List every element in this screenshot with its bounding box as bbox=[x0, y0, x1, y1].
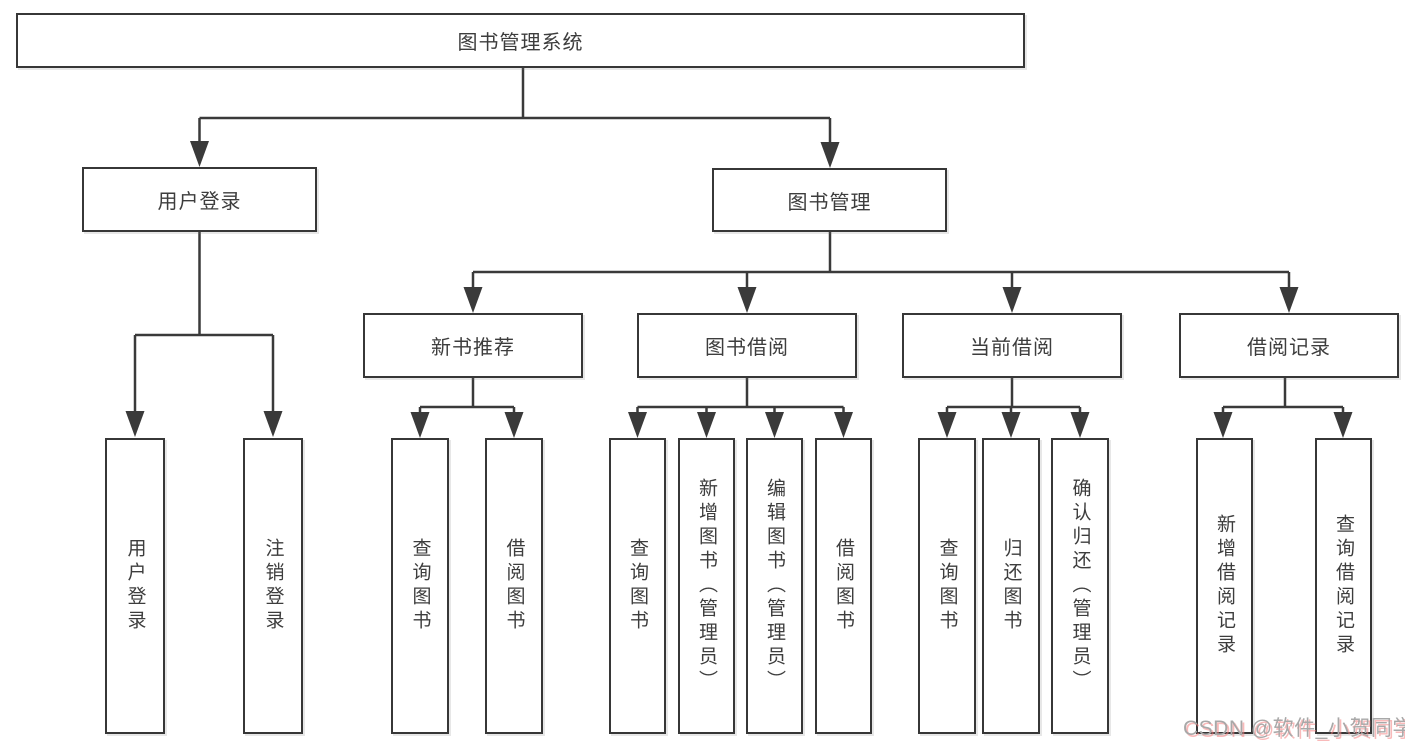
leaf-borrow-books-recommend: 借阅图书 bbox=[485, 438, 543, 734]
node-user-login: 用户登录 bbox=[82, 167, 317, 232]
node-label: 借阅记录 bbox=[1247, 337, 1331, 359]
leaf-user-login: 用户登录 bbox=[105, 438, 165, 734]
arrowheads bbox=[125, 141, 1353, 438]
leaf-label: 借阅图书 bbox=[833, 538, 854, 634]
leaf-query-books-recommend: 查询图书 bbox=[391, 438, 449, 734]
node-label: 图书管理系统 bbox=[457, 32, 584, 54]
leaf-label: 归还图书 bbox=[1000, 538, 1022, 634]
leaf-return-books: 归还图书 bbox=[982, 438, 1040, 734]
leaf-query-books-borrow: 查询图书 bbox=[609, 438, 666, 734]
watermark: CSDN @软件_小贺同学 bbox=[1183, 717, 1405, 740]
node-label: 图书借阅 bbox=[705, 337, 789, 359]
leaf-label: 查询图书 bbox=[936, 538, 958, 634]
leaf-label: 借阅图书 bbox=[503, 538, 525, 634]
node-book-management: 图书管理 bbox=[712, 168, 947, 232]
node-label: 用户登录 bbox=[157, 191, 242, 213]
leaf-label: 用户登录 bbox=[124, 538, 146, 634]
leaf-edit-books-admin: 编辑图书（管理员） bbox=[746, 438, 803, 734]
node-label: 新书推荐 bbox=[431, 337, 515, 359]
node-new-book-recommend: 新书推荐 bbox=[363, 313, 583, 378]
leaf-query-books-current: 查询图书 bbox=[918, 438, 976, 734]
leaf-label: 确认归还（管理员） bbox=[1069, 478, 1091, 694]
node-book-borrow: 图书借阅 bbox=[637, 313, 857, 378]
leaf-add-books-admin: 新增图书（管理员） bbox=[678, 438, 735, 734]
node-label: 图书管理 bbox=[787, 191, 872, 214]
leaf-label: 查询借阅记录 bbox=[1333, 514, 1354, 658]
leaf-label: 编辑图书（管理员） bbox=[764, 478, 785, 694]
leaf-label: 查询图书 bbox=[409, 538, 431, 634]
leaf-confirm-return-admin: 确认归还（管理员） bbox=[1051, 438, 1109, 734]
leaf-label: 新增借阅记录 bbox=[1214, 514, 1235, 658]
leaf-logout: 注销登录 bbox=[243, 438, 303, 734]
node-current-borrow: 当前借阅 bbox=[902, 313, 1122, 378]
leaf-add-borrow-record: 新增借阅记录 bbox=[1196, 438, 1253, 734]
leaf-query-borrow-record: 查询借阅记录 bbox=[1315, 438, 1372, 734]
leaf-label: 注销登录 bbox=[262, 538, 284, 634]
leaf-label: 新增图书（管理员） bbox=[696, 478, 717, 694]
node-borrow-records: 借阅记录 bbox=[1179, 313, 1399, 378]
leaf-borrow-books: 借阅图书 bbox=[815, 438, 872, 734]
node-library-management-system: 图书管理系统 bbox=[16, 13, 1025, 68]
leaf-label: 查询图书 bbox=[627, 538, 648, 634]
node-label: 当前借阅 bbox=[970, 337, 1054, 359]
